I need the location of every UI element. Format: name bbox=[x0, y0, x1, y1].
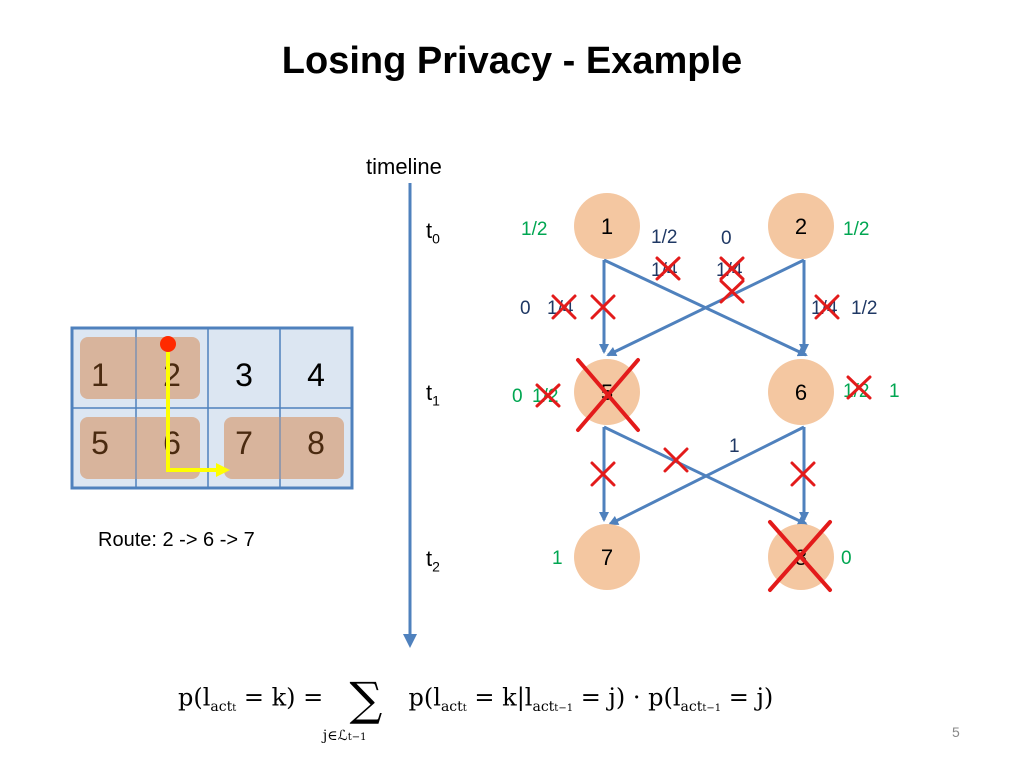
timestep-t2: t2 bbox=[426, 546, 440, 575]
node-2 bbox=[768, 193, 834, 259]
prob-node1: 1/2 bbox=[521, 219, 547, 240]
page-number: 5 bbox=[952, 724, 960, 740]
big-cross-node-8 bbox=[768, 520, 832, 592]
edge-6-to-7 bbox=[608, 425, 805, 526]
location-grid: 1 2 3 4 5 6 7 8 bbox=[70, 326, 354, 490]
cross-mark-icon bbox=[814, 294, 840, 320]
cross-mark-icon bbox=[719, 279, 745, 304]
grid-cell-label: 8 bbox=[307, 425, 325, 461]
prob-edge-1-to-6: 1/2 bbox=[651, 227, 677, 248]
timestep-t1: t1 bbox=[426, 380, 440, 409]
cross-mark-icon bbox=[663, 447, 689, 473]
probability-labels: 1/2 1/2 1/2 0 1/4 1/4 0 1/4 1/4 1/2 0 1/… bbox=[512, 219, 900, 569]
grid-cell-label: 5 bbox=[91, 425, 109, 461]
slide-title: Losing Privacy - Example bbox=[281, 40, 743, 82]
cross-mark-icon bbox=[719, 256, 745, 281]
grid-cell-label: 3 bbox=[235, 357, 253, 393]
grid-cell-label: 6 bbox=[163, 425, 181, 461]
route-start-dot bbox=[160, 336, 176, 352]
cross-mark-icon bbox=[790, 461, 816, 487]
cross-mark-icon bbox=[551, 294, 577, 320]
node-6 bbox=[768, 359, 834, 425]
prob-node7: 1 bbox=[552, 548, 563, 569]
prob-edge-2-to-6: 1/2 bbox=[851, 298, 877, 319]
probability-formula: p(lactt = k) = ∑j∈ℒt−1 p(lactt = k|lactt… bbox=[178, 672, 774, 744]
timeline-label: timeline bbox=[366, 154, 442, 179]
cross-mark-icon bbox=[535, 383, 561, 408]
summation-block: ∑j∈ℒt−1 bbox=[322, 672, 383, 744]
prob-node5-zero: 0 bbox=[512, 386, 523, 407]
route-path-arrow bbox=[166, 345, 230, 477]
elimination-marks bbox=[535, 256, 872, 592]
timeline-arrowhead bbox=[403, 634, 417, 648]
prob-edge-2-to-5: 0 bbox=[721, 228, 732, 249]
grid-cell-label: 7 bbox=[235, 425, 253, 461]
grid-cell-label: 1 bbox=[91, 357, 109, 393]
prob-node8: 0 bbox=[841, 548, 852, 569]
edge-2-to-5 bbox=[606, 258, 805, 357]
node-6-label: 6 bbox=[795, 380, 807, 405]
node-7-label: 7 bbox=[601, 545, 613, 570]
prob-node2: 1/2 bbox=[843, 219, 869, 240]
big-cross-node-5 bbox=[576, 358, 640, 432]
node-7 bbox=[574, 524, 640, 590]
node-1 bbox=[574, 193, 640, 259]
grid-cell-label: 2 bbox=[163, 357, 181, 393]
cross-mark-icon bbox=[846, 375, 872, 400]
node-1-label: 1 bbox=[601, 214, 613, 239]
timeline bbox=[403, 183, 417, 648]
cross-mark-icon bbox=[655, 256, 681, 281]
highlight-cells-7-8 bbox=[224, 417, 344, 479]
grid-cell-label: 4 bbox=[307, 357, 325, 393]
prob-edge-6-to-7: 1 bbox=[729, 436, 740, 457]
prob-edge-1-to-5-zero: 0 bbox=[520, 298, 531, 319]
timestep-t0: t0 bbox=[426, 218, 440, 247]
node-2-label: 2 bbox=[795, 214, 807, 239]
cross-mark-icon bbox=[590, 461, 616, 487]
route-description: Route: 2 -> 6 -> 7 bbox=[98, 529, 255, 551]
cross-mark-icon bbox=[590, 294, 616, 320]
prob-node6: 1 bbox=[889, 381, 900, 402]
